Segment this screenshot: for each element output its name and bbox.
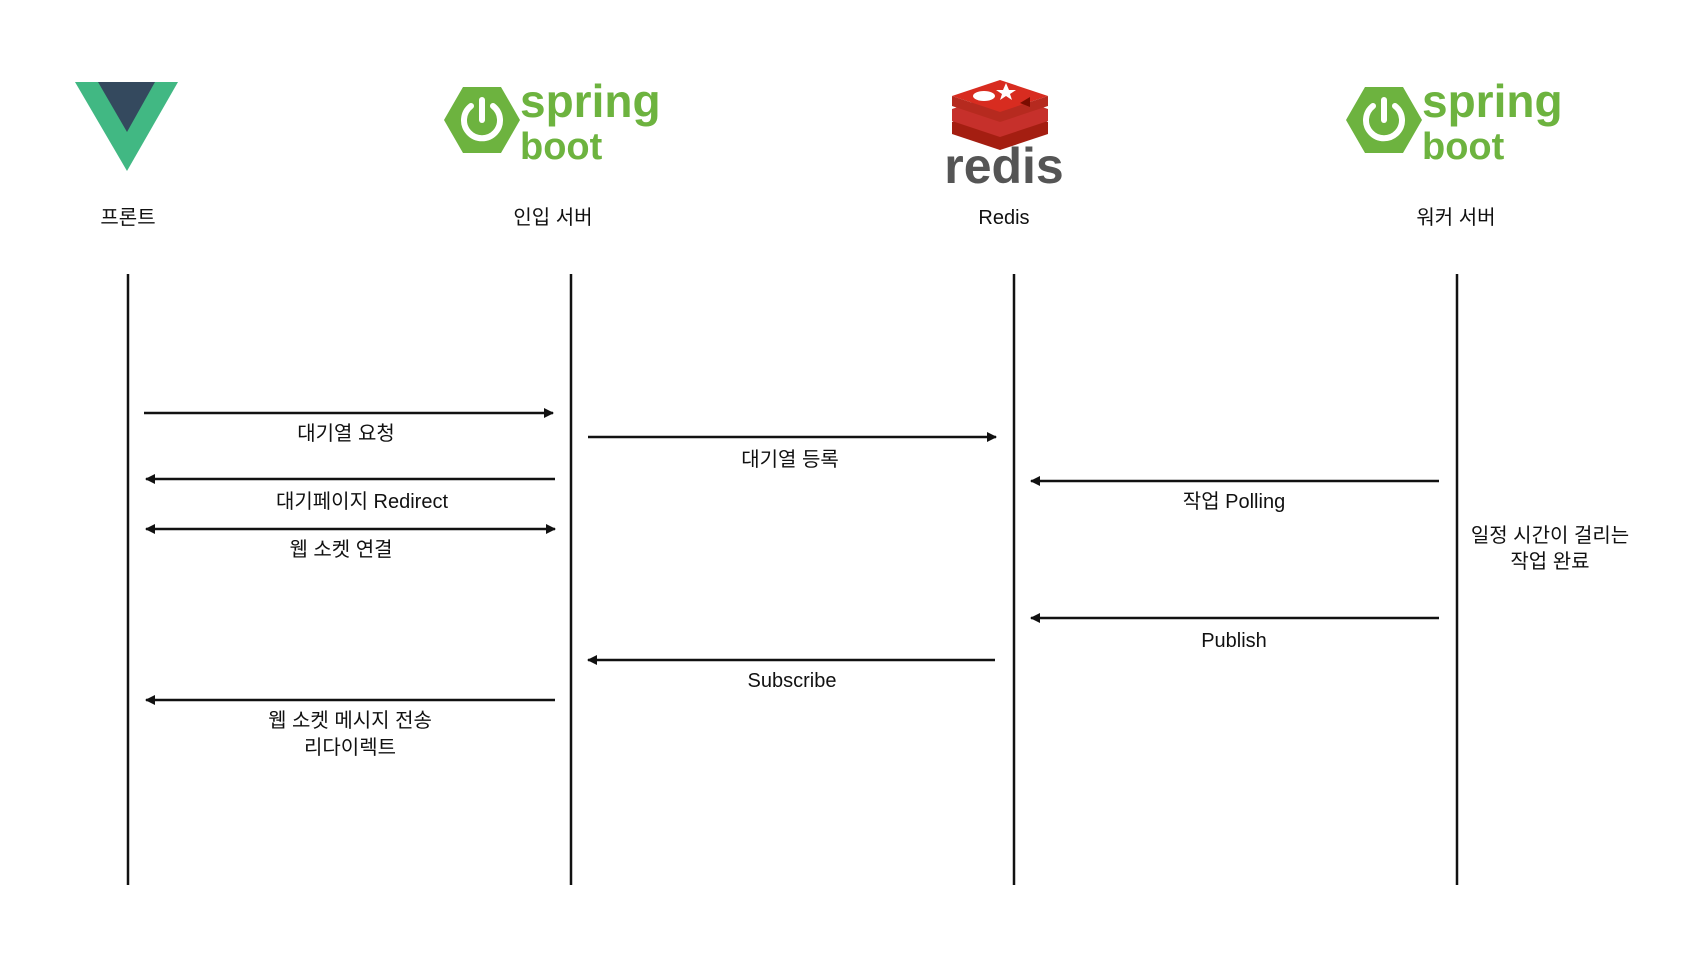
spring-boot-logo: spring boot bbox=[1346, 75, 1563, 168]
message-label: 작업 Polling bbox=[1183, 490, 1285, 513]
worker-note: 일정 시간이 걸리는 작업 완료 bbox=[1471, 524, 1629, 573]
boot-logo-word: boot bbox=[520, 126, 603, 168]
message-websocket-connect: 웹 소켓 연결 bbox=[145, 524, 556, 561]
message-label-line-1: 웹 소켓 메시지 전송 bbox=[268, 709, 432, 732]
participant-label-front: 프론트 bbox=[100, 207, 155, 229]
message-label: 웹 소켓 연결 bbox=[289, 538, 392, 561]
message-queue-register: 대기열 등록 bbox=[588, 432, 997, 471]
boot-logo-word: boot bbox=[1422, 126, 1505, 168]
participant-label-redis: Redis bbox=[978, 207, 1029, 229]
spring-boot-logo: spring boot bbox=[444, 75, 661, 168]
message-label: Subscribe bbox=[748, 670, 837, 692]
note-line-2: 작업 완료 bbox=[1510, 550, 1589, 573]
message-label: 대기열 등록 bbox=[741, 448, 839, 471]
message-label: Publish bbox=[1201, 630, 1267, 652]
spring-logo-word: spring bbox=[1422, 75, 1563, 127]
message-websocket-send: 웹 소켓 메시지 전송 리다이렉트 bbox=[145, 695, 555, 759]
vue-logo bbox=[75, 82, 178, 171]
note-line-1: 일정 시간이 걸리는 bbox=[1471, 524, 1629, 547]
message-queue-request: 대기열 요청 bbox=[144, 408, 554, 445]
message-waiting-page-redirect: 대기페이지 Redirect bbox=[145, 474, 555, 513]
message-label-line-2: 리다이렉트 bbox=[304, 736, 396, 759]
message-label: 대기페이지 Redirect bbox=[276, 490, 448, 513]
participant-label-worker: 워커 서버 bbox=[1416, 206, 1495, 229]
message-label: 대기열 요청 bbox=[297, 422, 395, 445]
redis-logo: redis bbox=[944, 80, 1064, 194]
message-subscribe: Subscribe bbox=[587, 655, 995, 692]
message-publish: Publish bbox=[1030, 613, 1439, 652]
message-task-polling: 작업 Polling bbox=[1030, 476, 1439, 513]
participant-label-entry: 인입 서버 bbox=[513, 206, 592, 229]
spring-logo-word: spring bbox=[520, 75, 661, 127]
redis-logo-word: redis bbox=[944, 138, 1064, 194]
